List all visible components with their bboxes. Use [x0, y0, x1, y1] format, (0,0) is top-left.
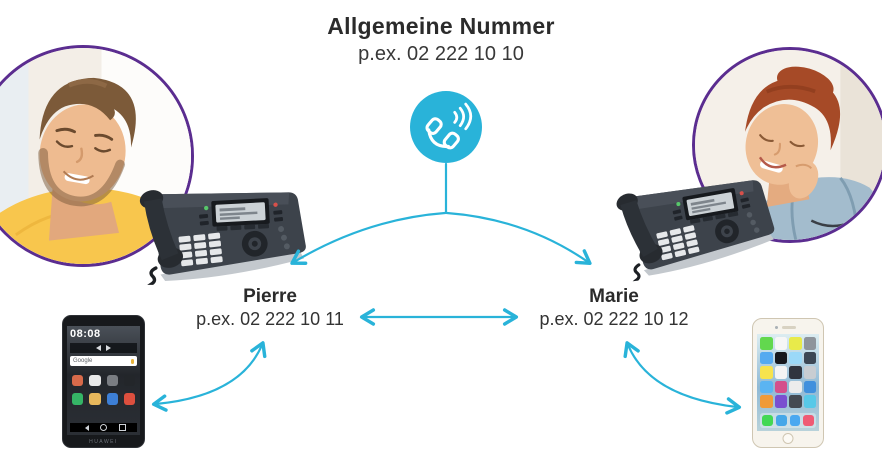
general-number: p.ex. 02 222 10 10	[358, 43, 524, 65]
home-icon	[100, 424, 107, 431]
header: Allgemeine Nummer p.ex. 02 222 10 10	[0, 13, 882, 66]
pierre-label: Pierre p.ex. 02 222 10 11	[160, 286, 380, 330]
marie-number: p.ex. 02 222 10 12	[539, 309, 689, 329]
speaker-slit-icon	[782, 326, 796, 329]
arrow-marie-mobile	[623, 341, 742, 415]
android-app-grid	[70, 375, 137, 387]
media-play-icon	[106, 345, 114, 351]
pierre-deskphone	[126, 166, 314, 285]
iphone-smartphone	[752, 318, 824, 448]
marie-name: Marie	[589, 286, 639, 307]
android-search-bar: Google	[70, 356, 137, 366]
arrow-pierre-mobile	[151, 341, 267, 412]
marie-label: Marie p.ex. 02 222 10 12	[504, 286, 724, 330]
arrow-hub-to-pierre	[290, 211, 447, 265]
recents-icon	[118, 424, 126, 431]
android-search-label: Google	[73, 358, 93, 364]
android-media-widget	[70, 343, 137, 353]
android-nav-bar	[70, 423, 137, 432]
iphone-dock	[760, 413, 816, 428]
mic-icon	[131, 358, 134, 364]
back-icon	[82, 424, 89, 431]
android-smartphone: 08:08 Google HUAWEI	[62, 315, 145, 448]
hub-circle	[410, 91, 482, 163]
pierre-number: p.ex. 02 222 10 11	[196, 309, 344, 329]
iphone-screen	[757, 334, 819, 431]
phone-ringing-icon	[425, 102, 473, 150]
media-prev-icon	[93, 345, 101, 351]
camera-dot-icon	[775, 326, 778, 329]
arrow-hub-to-marie	[445, 211, 592, 266]
marie-deskphone	[599, 148, 786, 289]
page-title: Allgemeine Nummer	[327, 13, 555, 39]
android-brand: HUAWEI	[89, 439, 118, 445]
woman-photo-illustration	[695, 50, 882, 240]
marie-photo-circle	[692, 47, 882, 243]
android-screen: 08:08 Google	[67, 326, 140, 435]
home-button	[782, 433, 794, 444]
pierre-name: Pierre	[243, 286, 297, 307]
iphone-app-grid	[760, 337, 816, 408]
android-dock	[70, 393, 137, 405]
android-clock: 08:08	[70, 328, 101, 340]
